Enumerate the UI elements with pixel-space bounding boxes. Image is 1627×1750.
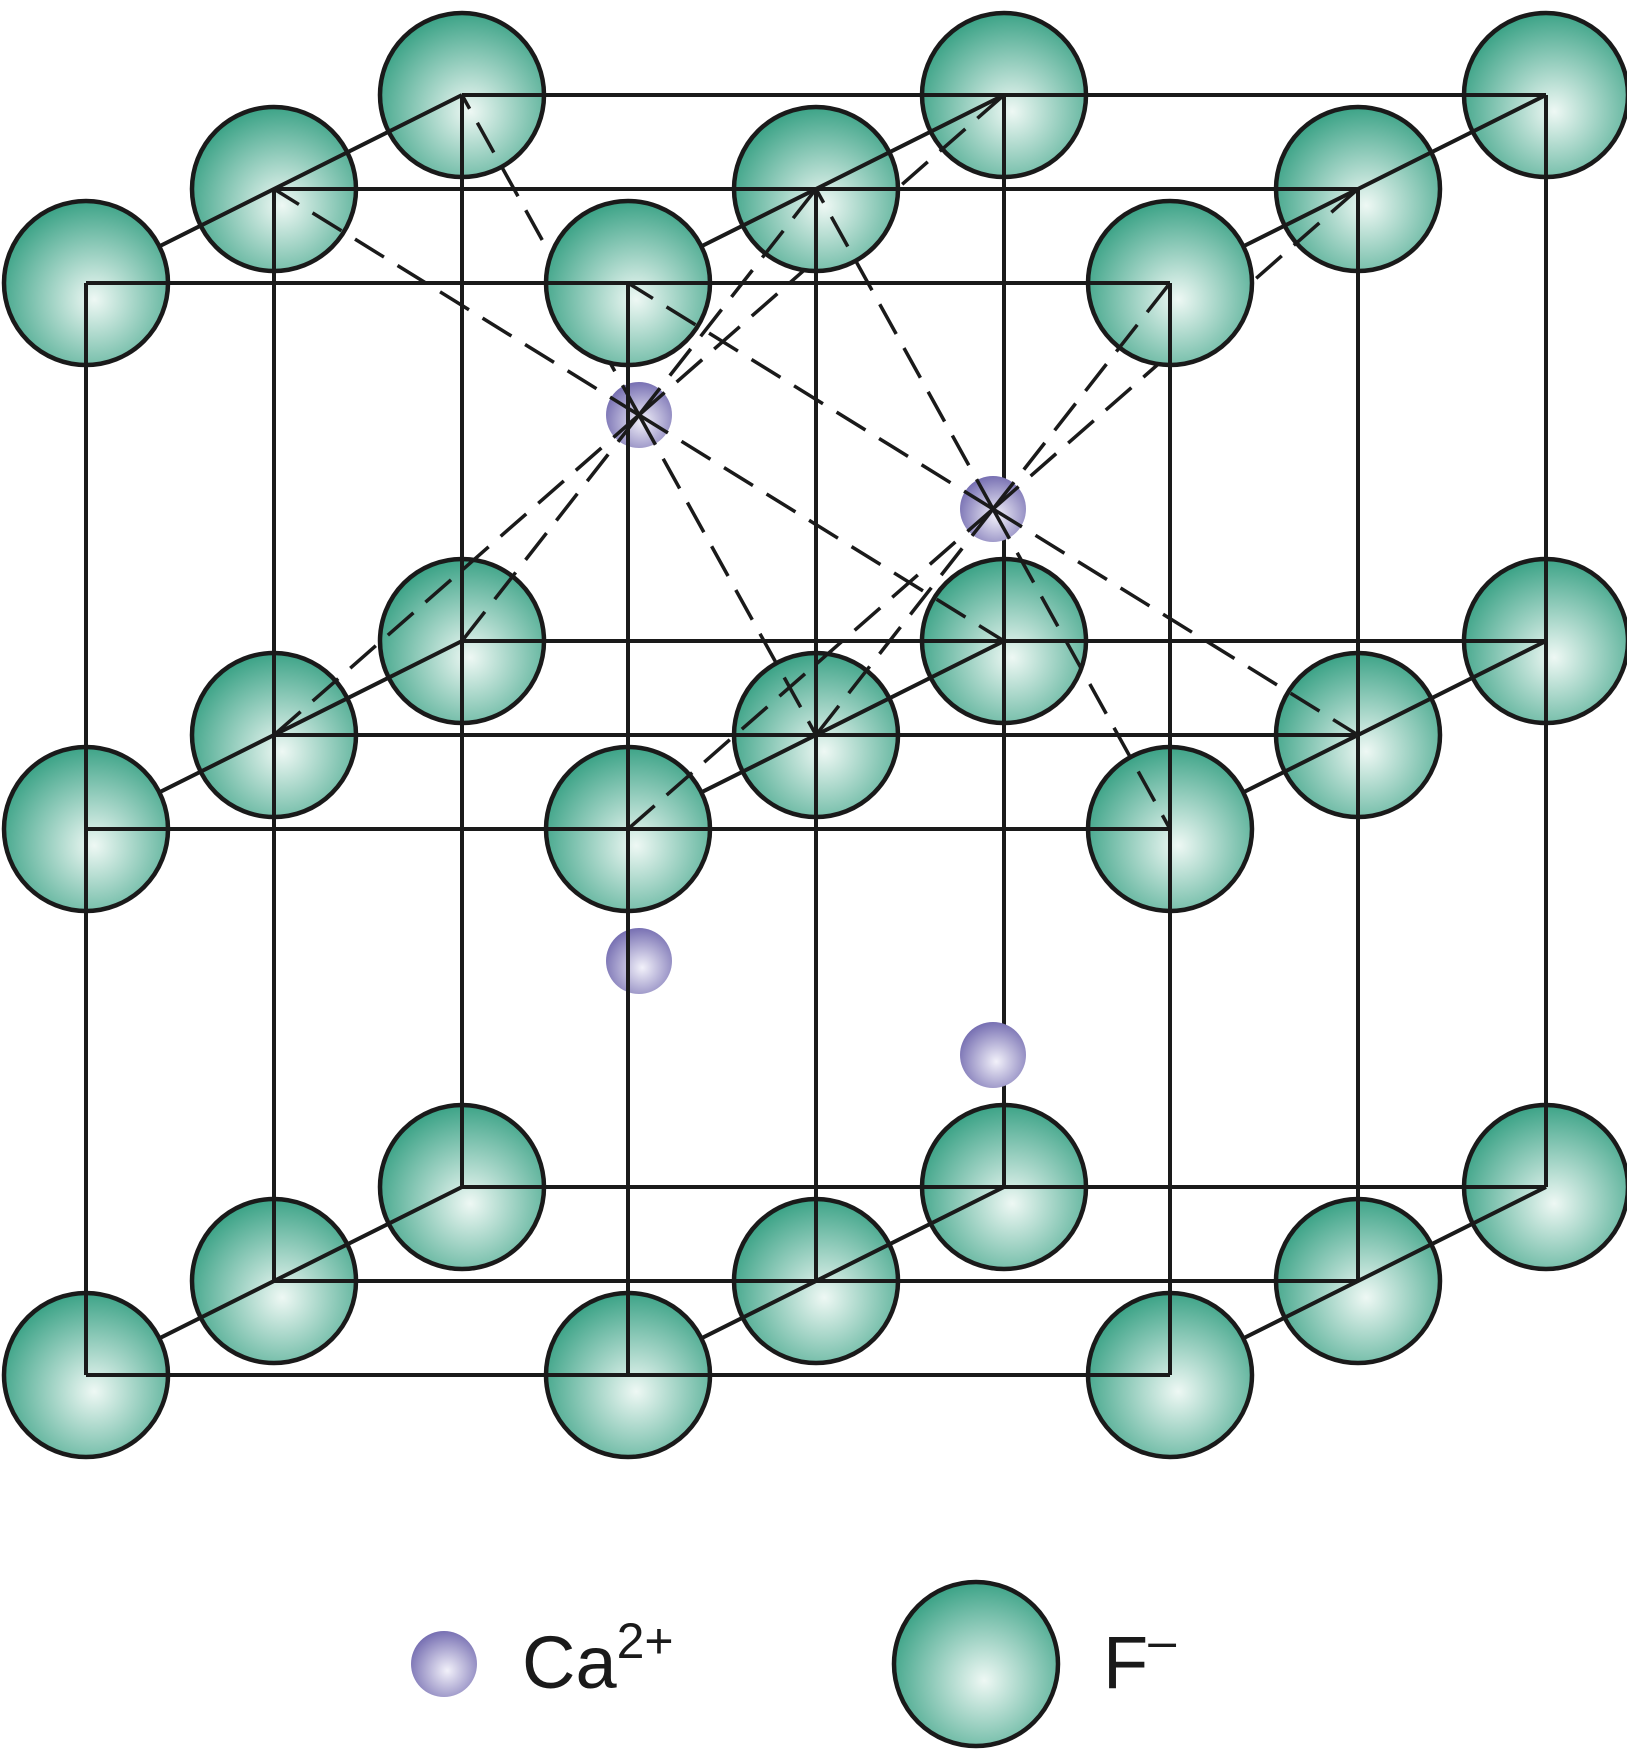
coordination-bond xyxy=(272,413,641,737)
coordination-bond xyxy=(637,414,818,736)
legend-fluoride-charge: – xyxy=(1148,1613,1176,1669)
calcium-ion xyxy=(606,928,672,994)
coordination-bond xyxy=(992,507,1359,737)
coordination-bond xyxy=(991,508,1172,830)
coordination-bond xyxy=(273,187,640,417)
calcium-ion xyxy=(960,1022,1026,1088)
coordination-bond xyxy=(814,188,995,510)
coordination-bond xyxy=(637,93,1006,417)
legend-fluoride-ion-icon xyxy=(891,1579,1061,1749)
legend-calcium-symbol: Ca xyxy=(522,1621,617,1704)
coordination-bond xyxy=(626,507,995,831)
legend-calcium-ion-icon xyxy=(411,1631,477,1697)
crystal-lattice xyxy=(1,10,1627,1460)
legend-fluoride-symbol: F xyxy=(1103,1621,1148,1704)
legend: Ca2+ F– xyxy=(411,1579,1176,1749)
legend-calcium-charge: 2+ xyxy=(617,1613,674,1669)
legend-calcium-label: Ca2+ xyxy=(522,1613,674,1704)
legend-fluoride-label: F– xyxy=(1103,1613,1176,1704)
coordination-bond xyxy=(991,187,1360,511)
coordination-bond xyxy=(638,413,1005,643)
coordination-bond xyxy=(627,281,994,511)
